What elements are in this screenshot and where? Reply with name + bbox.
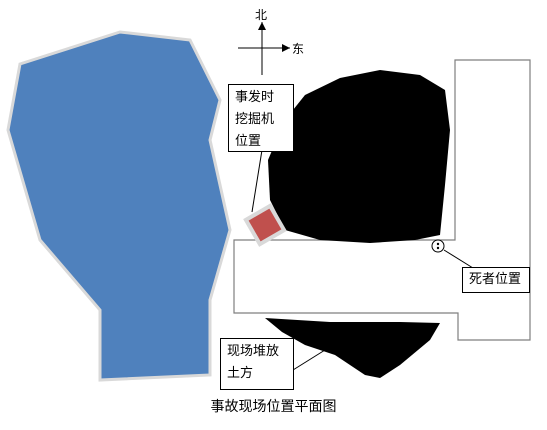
excavator-marker <box>243 203 287 247</box>
compass-arrows <box>238 22 290 75</box>
excavated-pit-mass <box>268 70 450 243</box>
figure-caption: 事故现场位置平面图 <box>210 399 337 415</box>
blue-water-area <box>6 30 232 382</box>
spoil-heap-mass <box>265 318 440 378</box>
deceased-leader-line <box>443 249 474 269</box>
deceased-position-label: 死者位置 <box>462 267 530 293</box>
excavator-leader-line <box>251 149 263 213</box>
spoil-heap-label: 现场堆放 土方 <box>220 338 294 390</box>
compass-east-label: 东 <box>292 42 305 56</box>
deceased-position-marker <box>431 239 445 253</box>
spoil-leader-line <box>292 349 326 371</box>
compass-north-label: 北 <box>255 8 268 22</box>
excavator-position-label: 事发时 挖掘机 位置 <box>228 84 294 152</box>
